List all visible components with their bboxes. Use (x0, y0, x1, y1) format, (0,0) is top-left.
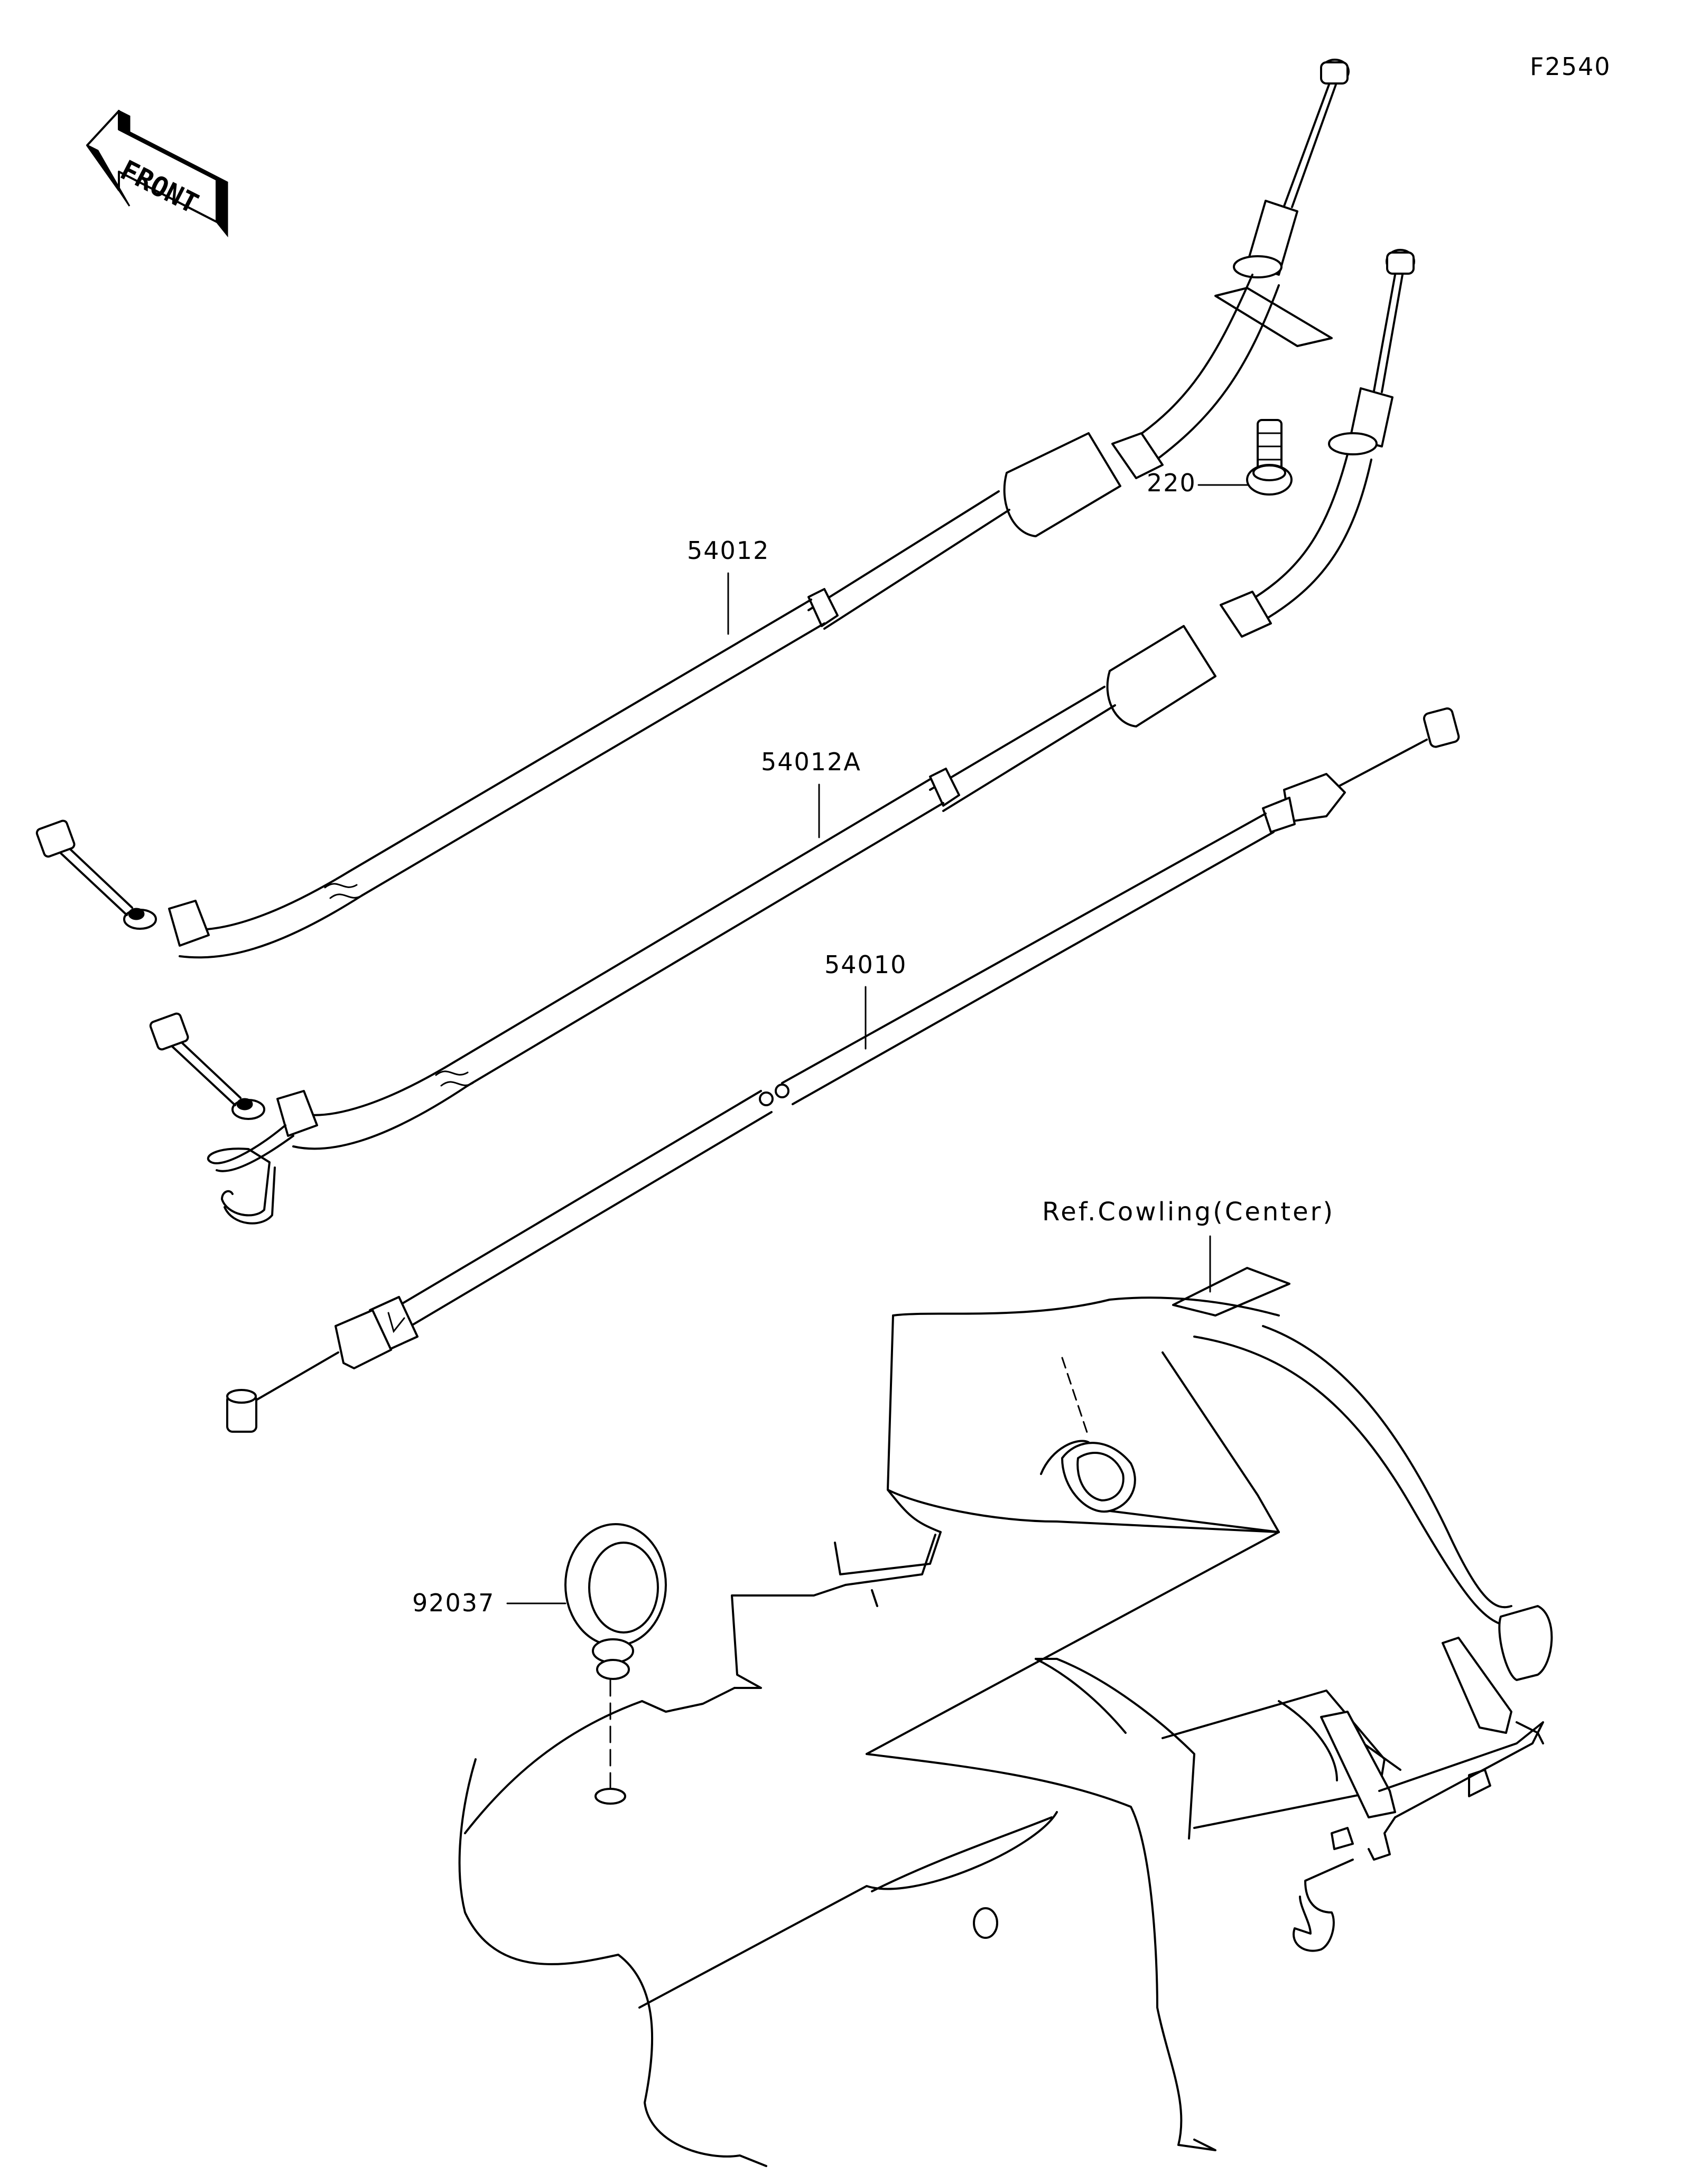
part-label-54012a: 54012A (761, 748, 861, 838)
part-number-220: 220 (1147, 469, 1196, 497)
part-label-54012: 54012 (687, 536, 769, 635)
cowling-center-reference (458, 1267, 1553, 2167)
part-number-92037: 92037 (412, 1589, 495, 1617)
cable-54010 (226, 707, 1460, 1433)
part-label-92037: 92037 (412, 1589, 566, 1617)
figure-id: F2540 (1530, 52, 1611, 81)
bolt-220 (1246, 419, 1293, 496)
grommet-92037 (564, 1523, 667, 1805)
throttle-cable-54012a (149, 249, 1415, 1225)
throttle-cable-54012 (35, 59, 1350, 959)
reference-label-cowling: Ref.Cowling(Center) (1042, 1197, 1335, 1293)
part-number-54012a: 54012A (761, 748, 861, 776)
part-number-54010: 54010 (824, 950, 907, 979)
reference-cowling-text: Ref.Cowling(Center) (1042, 1197, 1335, 1227)
part-label-54010: 54010 (824, 950, 907, 1050)
part-label-220: 220 (1147, 469, 1249, 497)
part-number-54012: 54012 (687, 536, 769, 565)
front-direction-arrow-icon: FRONT (86, 109, 228, 238)
